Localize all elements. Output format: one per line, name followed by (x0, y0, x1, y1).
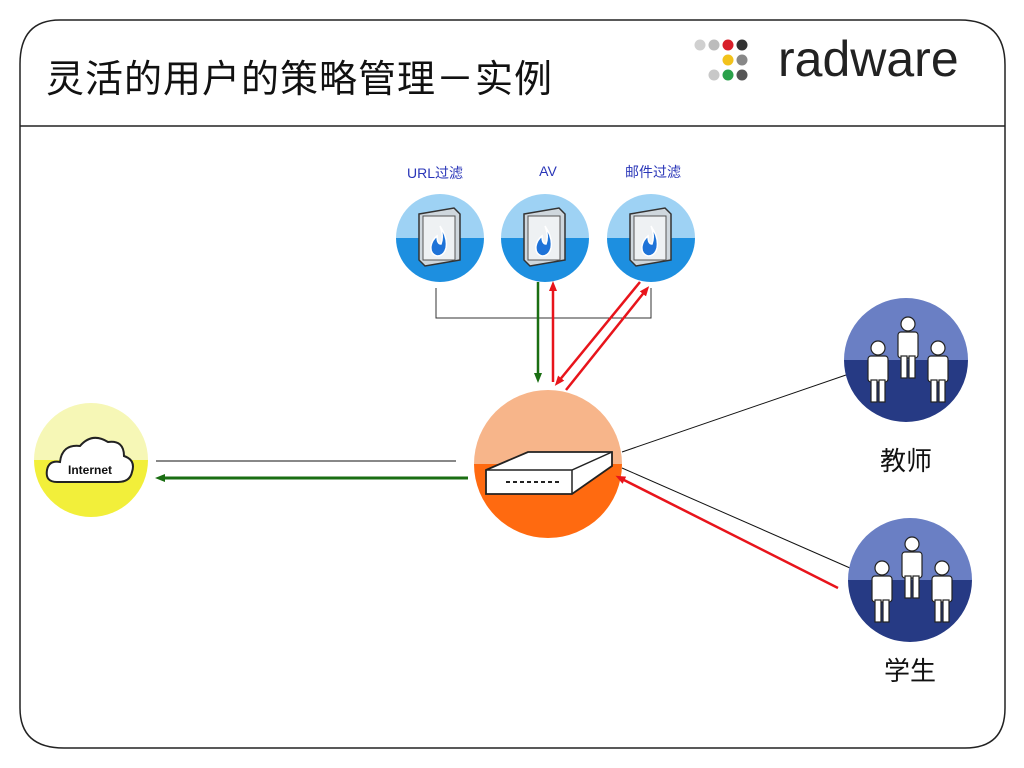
firewall-node-mail-filter (607, 194, 695, 282)
link-appliance-teachers (621, 374, 847, 453)
link-appliance-students (621, 467, 851, 569)
firewall-label-av: AV (539, 163, 557, 179)
radware-logo-dots (694, 39, 748, 81)
firewall-label-url-filter: URL过滤 (406, 165, 463, 181)
appliance-node (474, 390, 622, 538)
brand-wordmark: radware (778, 31, 959, 87)
firewall-icon (418, 207, 461, 267)
students-node (848, 518, 972, 642)
internet-node: Internet (34, 403, 148, 517)
firewall-bus-line (435, 288, 652, 319)
students-label: 学生 (883, 657, 936, 687)
red-arrow-students-to-appliance (615, 475, 839, 590)
users-icon (867, 316, 949, 403)
internet-label: Internet (68, 463, 112, 477)
firewall-icon (523, 207, 566, 267)
teachers-node (844, 298, 968, 422)
page-title: 灵活的用户的策略管理－实例 (46, 57, 554, 101)
cloud-icon (45, 436, 134, 483)
teachers-label: 教师 (879, 447, 932, 477)
red-arrow-mail-filter-to-appliance (554, 281, 641, 386)
users-icon (871, 536, 953, 623)
appliance-icon (485, 451, 613, 495)
firewall-node-url-filter (396, 194, 484, 282)
red-arrow-appliance-to-mail-filter (565, 286, 650, 391)
firewall-node-av (501, 194, 589, 282)
firewall-icon (629, 207, 672, 267)
slide-frame (19, 19, 1006, 749)
firewall-label-mail-filter: 邮件过滤 (625, 164, 681, 180)
